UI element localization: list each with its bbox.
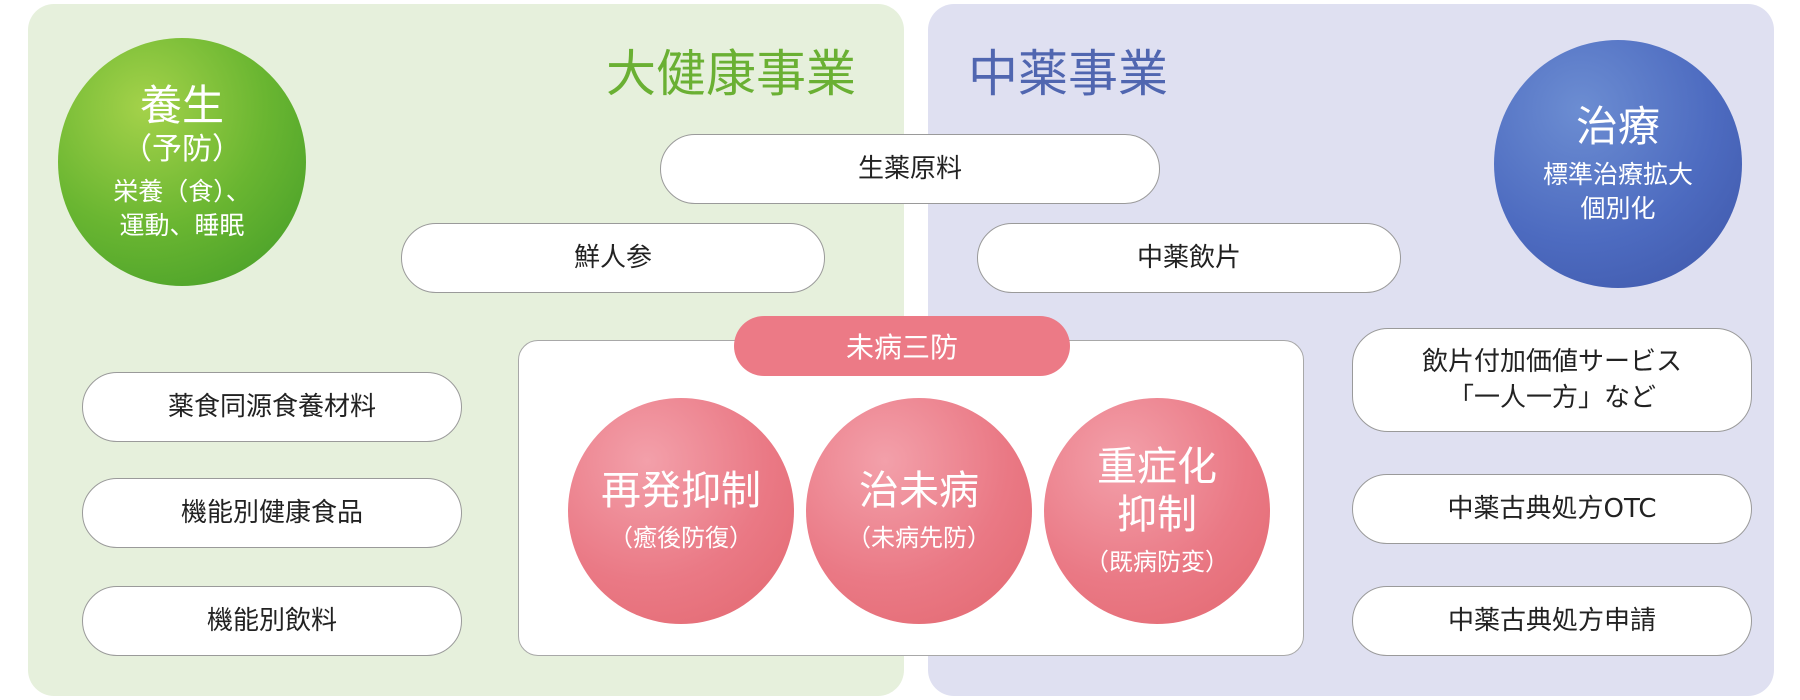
pre-disease-care-circle: 治未病 （未病先防） (806, 398, 1032, 624)
treatment-details: 標準治療拡大 個別化 (1543, 158, 1693, 226)
treatment-detail-line2: 個別化 (1580, 194, 1656, 223)
prevention-detail-line2: 運動、睡眠 (119, 211, 245, 240)
recurrence-prevention-circle: 再発抑制 （癒後防復） (568, 398, 794, 624)
severity-prevention-title-line2: 抑制 (1117, 492, 1197, 538)
prevention-detail-line1: 栄養（食）、 (113, 177, 251, 206)
decoction-pieces-pill: 中薬飲片 (977, 223, 1401, 293)
treatment-circle: 治療 標準治療拡大 個別化 (1494, 40, 1742, 288)
classic-formula-otc-pill: 中薬古典処方OTC (1352, 474, 1752, 544)
severity-prevention-title: 重症化 抑制 (1097, 443, 1217, 539)
value-added-service-line2: 「一人一方」など (1447, 383, 1656, 413)
severity-prevention-subtitle: （既病防変） (1085, 548, 1229, 576)
chinese-medicine-business-title: 中薬事業 (968, 45, 1168, 103)
raw-materials-pill: 生薬原料 (660, 134, 1160, 204)
health-business-title: 大健康事業 (606, 45, 856, 103)
prevention-circle: 養生 （予防） 栄養（食）、 運動、睡眠 (58, 38, 306, 286)
pre-disease-care-subtitle: （未病先防） (847, 524, 991, 552)
prevention-title: 養生 (139, 81, 224, 130)
severity-prevention-title-line1: 重症化 (1097, 444, 1217, 490)
prevention-details: 栄養（食）、 運動、睡眠 (113, 175, 251, 243)
functional-drinks-pill: 機能別飲料 (82, 586, 462, 656)
medicinal-food-materials-pill: 薬食同源食養材料 (82, 372, 462, 442)
functional-health-food-pill: 機能別健康食品 (82, 478, 462, 548)
treatment-detail-line1: 標準治療拡大 (1542, 160, 1693, 189)
value-added-service-pill: 飲片付加価値サービス 「一人一方」など (1352, 328, 1752, 432)
recurrence-prevention-title: 再発抑制 (601, 468, 761, 514)
severity-prevention-circle: 重症化 抑制 （既病防変） (1044, 398, 1270, 624)
ginseng-pill: 鮮人参 (401, 223, 825, 293)
classic-formula-application-pill: 中薬古典処方申請 (1352, 586, 1752, 656)
prevention-subtitle: （予防） (122, 132, 242, 167)
recurrence-prevention-subtitle: （癒後防復） (609, 524, 753, 552)
pre-disease-care-title: 治未病 (859, 468, 979, 514)
treatment-title: 治療 (1575, 102, 1660, 151)
value-added-service-line1: 飲片付加価値サービス (1421, 347, 1682, 377)
mibyo-label: 未病三防 (734, 316, 1070, 376)
